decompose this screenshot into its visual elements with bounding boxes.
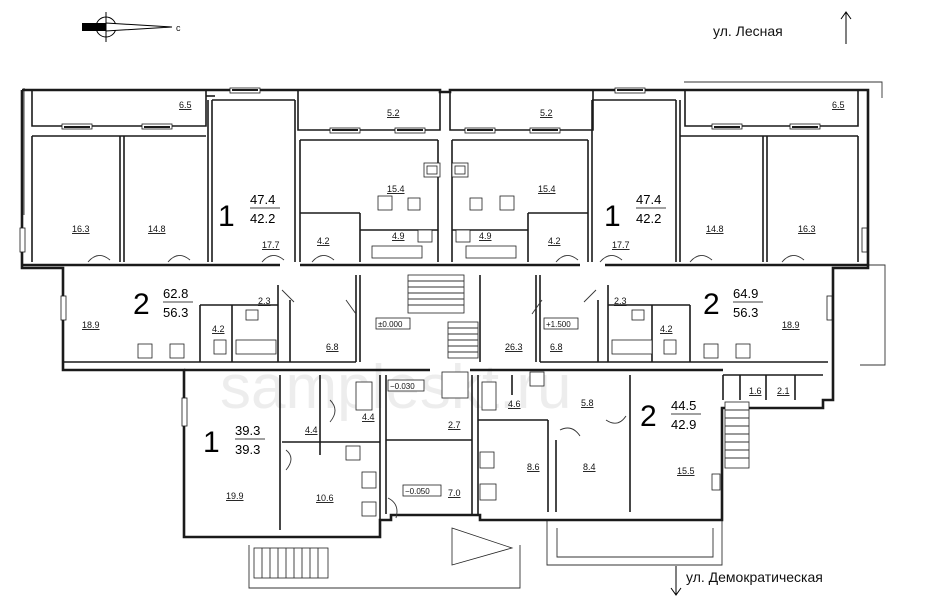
area-kitchen-br: 8.6 <box>527 462 540 472</box>
area-hall-tr: 4.2 <box>548 236 561 246</box>
street-bottom-label: ул. Демократическая <box>686 569 823 585</box>
area-corr-a: 2.7 <box>448 420 461 430</box>
apartment-label-top-right: 1 47.4 42.2 <box>604 192 666 233</box>
door-swings <box>87 255 805 519</box>
apt-total-area: 62.8 <box>163 286 188 301</box>
apartment-label-top-left: 1 47.4 42.2 <box>218 192 280 233</box>
street-top-label: ул. Лесная <box>713 23 783 39</box>
area-corr-b: 7.0 <box>448 488 461 498</box>
apt-living-area: 39.3 <box>235 442 260 457</box>
area-room-br-a: 8.4 <box>583 462 596 472</box>
apt-rooms: 1 <box>218 200 235 233</box>
level-mark-2: +1.500 <box>546 320 571 329</box>
room-area-labels: 6.5 5.2 5.2 6.5 16.3 14.8 17.7 15.4 4.2 … <box>72 100 845 503</box>
apt-living-area: 56.3 <box>733 305 758 320</box>
area-kitchen-tl: 15.4 <box>387 184 405 194</box>
level-mark-4: −0.050 <box>405 487 430 496</box>
apt-rooms: 2 <box>640 400 657 433</box>
area-bath-tl: 4.9 <box>392 231 405 241</box>
area-room-mr: 18.9 <box>782 320 800 330</box>
apartment-label-bottom-right: 2 44.5 42.9 <box>640 398 701 433</box>
level-marks: ±0.000 +1.500 −0.030 −0.050 <box>375 317 579 497</box>
area-room-tl-a: 16.3 <box>72 224 90 234</box>
area-wc-ml: 2.3 <box>258 296 271 306</box>
area-room-tr-a: 16.3 <box>798 224 816 234</box>
arrow-up-icon <box>840 11 852 44</box>
area-hall-ml: 6.8 <box>326 342 339 352</box>
area-room-bl: 19.9 <box>226 491 244 501</box>
apartment-label-bottom-left: 1 39.3 39.3 <box>203 423 265 459</box>
plumbing-fixtures <box>137 162 751 517</box>
apt-total-area: 44.5 <box>671 398 696 413</box>
area-bath-mr: 4.2 <box>660 324 673 334</box>
apt-total-area: 47.4 <box>636 192 661 207</box>
area-closet-br-b: 2.1 <box>777 386 790 396</box>
area-room-tr-b: 14.8 <box>706 224 724 234</box>
compass-icon <box>82 12 173 42</box>
area-stair-hall: 26.3 <box>505 342 523 352</box>
area-wc-mr: 2.3 <box>614 296 627 306</box>
apt-living-area: 42.9 <box>671 417 696 432</box>
apt-rooms: 1 <box>604 200 621 233</box>
apt-total-area: 39.3 <box>235 423 260 438</box>
apt-living-area: 42.2 <box>636 211 661 226</box>
area-room-ml: 18.9 <box>82 320 100 330</box>
area-hall-bl-a: 4.4 <box>362 412 375 422</box>
apt-rooms: 2 <box>133 288 150 321</box>
apt-total-area: 64.9 <box>733 286 758 301</box>
area-room-tr-c: 17.7 <box>612 240 630 250</box>
area-bath-ml: 4.2 <box>212 324 225 334</box>
area-room-tl-b: 14.8 <box>148 224 166 234</box>
compass-label: с <box>176 23 181 33</box>
apartment-label-mid-right: 2 64.9 56.3 <box>703 286 763 321</box>
area-hall-br: 5.8 <box>581 398 594 408</box>
stairs <box>253 274 750 579</box>
interior-walls <box>22 99 868 530</box>
area-hall-tl: 4.2 <box>317 236 330 246</box>
area-balcony-tr: 6.5 <box>832 100 845 110</box>
level-mark-3: −0.030 <box>390 382 415 391</box>
area-hall-mr: 6.8 <box>550 342 563 352</box>
area-room-tl-c: 17.7 <box>262 240 280 250</box>
apartment-label-mid-left: 2 62.8 56.3 <box>133 286 193 321</box>
area-bath-tr: 4.9 <box>479 231 492 241</box>
apt-rooms: 1 <box>203 426 220 459</box>
apt-rooms: 2 <box>703 288 720 321</box>
apt-total-area: 47.4 <box>250 192 275 207</box>
area-room-br-b: 15.5 <box>677 466 695 476</box>
apt-living-area: 42.2 <box>250 211 275 226</box>
area-closet-br-a: 1.6 <box>749 386 762 396</box>
area-balcony-tl: 6.5 <box>179 100 192 110</box>
area-kitchen-bl: 10.6 <box>316 493 334 503</box>
area-balcony-tc1: 5.2 <box>387 108 400 118</box>
apt-living-area: 56.3 <box>163 305 188 320</box>
balconies-top <box>31 90 859 131</box>
windows <box>19 87 868 427</box>
arrow-down-icon <box>670 566 682 596</box>
site-outline <box>23 81 886 589</box>
area-kitchen-tr: 15.4 <box>538 184 556 194</box>
level-mark-1: ±0.000 <box>378 320 403 329</box>
area-bath-br: 4.6 <box>508 399 521 409</box>
area-hall-bl-b: 4.4 <box>305 425 318 435</box>
area-balcony-tc2: 5.2 <box>540 108 553 118</box>
